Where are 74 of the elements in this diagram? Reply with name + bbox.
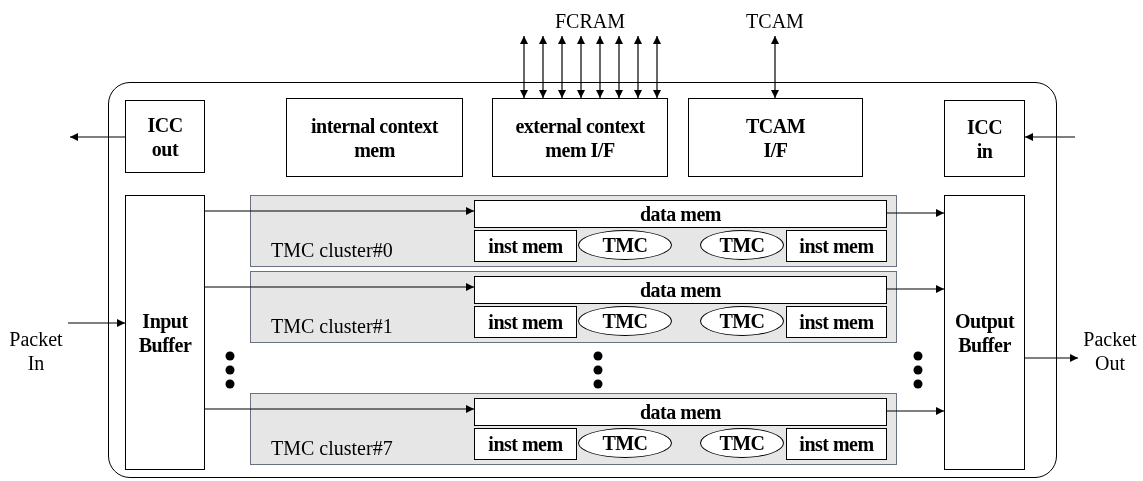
arrow <box>69 133 126 141</box>
memory-box <box>474 276 887 304</box>
arrow <box>67 319 126 327</box>
cluster-panel <box>250 393 897 465</box>
cluster-label: TMC cluster#0 <box>271 238 393 262</box>
block-label: data mem <box>640 202 721 226</box>
core-ellipse <box>700 428 784 458</box>
block-label: Output Buffer <box>953 308 1016 357</box>
block-box <box>492 98 668 177</box>
block-label: TCAM I/F <box>744 113 807 162</box>
arrow <box>1024 354 1079 362</box>
arrow <box>204 283 475 291</box>
memory-box <box>474 200 887 228</box>
block-label: inst mem <box>799 432 874 456</box>
block-label: data mem <box>640 400 721 424</box>
memory-box <box>474 230 577 262</box>
memory-box <box>474 428 577 460</box>
memory-box <box>786 230 887 262</box>
block-label: ICC in <box>965 114 1004 163</box>
arrow <box>653 35 661 99</box>
memory-box <box>474 398 887 426</box>
arrow <box>886 285 945 293</box>
cluster-panel <box>250 195 897 267</box>
arrow <box>1024 133 1076 141</box>
block-label: data mem <box>640 278 721 302</box>
block-label: external context mem I/F <box>514 113 646 162</box>
cluster-label: TMC cluster#1 <box>271 314 393 338</box>
core-ellipse <box>700 306 784 336</box>
block-box <box>944 195 1025 470</box>
block-label: inst mem <box>799 310 874 334</box>
block-label: Input Buffer <box>137 308 193 357</box>
block-label: TMC <box>719 309 765 333</box>
block-label: Packet In <box>8 327 64 375</box>
block-label: TMC <box>602 431 648 455</box>
block-label: TMC <box>602 233 648 257</box>
block-label: TCAM <box>746 9 804 33</box>
cluster-panel <box>250 271 897 343</box>
memory-box <box>786 306 887 338</box>
arrow <box>204 207 475 215</box>
arrow <box>596 35 604 99</box>
block-label: inst mem <box>488 234 563 258</box>
block-label: inst mem <box>799 234 874 258</box>
arrow <box>520 35 528 99</box>
core-ellipse <box>578 428 672 458</box>
arrow <box>558 35 566 99</box>
memory-box <box>474 306 577 338</box>
arrow <box>634 35 642 99</box>
arrow <box>577 35 585 99</box>
core-ellipse <box>578 230 672 260</box>
arrow <box>886 209 945 217</box>
arrow <box>539 35 547 99</box>
chip-outline <box>108 82 1057 478</box>
arrow <box>615 35 623 99</box>
block-label: FCRAM <box>555 9 625 33</box>
core-ellipse <box>578 306 672 336</box>
block-label: TMC <box>719 431 765 455</box>
block-label: TMC <box>602 309 648 333</box>
block-box <box>944 100 1025 177</box>
block-label: TMC <box>719 233 765 257</box>
block-box <box>125 195 205 470</box>
block-box <box>125 100 205 173</box>
arrow <box>204 405 475 413</box>
arrow <box>771 35 779 99</box>
block-label: inst mem <box>488 432 563 456</box>
block-box <box>286 98 463 177</box>
block-label: Packet Out <box>1082 327 1138 375</box>
memory-box <box>786 428 887 460</box>
block-label: inst mem <box>488 310 563 334</box>
block-label: ICC out <box>146 112 184 161</box>
core-ellipse <box>700 230 784 260</box>
block-label: internal context mem <box>310 113 440 162</box>
block-box <box>688 98 863 177</box>
arrow <box>886 407 945 415</box>
cluster-label: TMC cluster#7 <box>271 436 393 460</box>
